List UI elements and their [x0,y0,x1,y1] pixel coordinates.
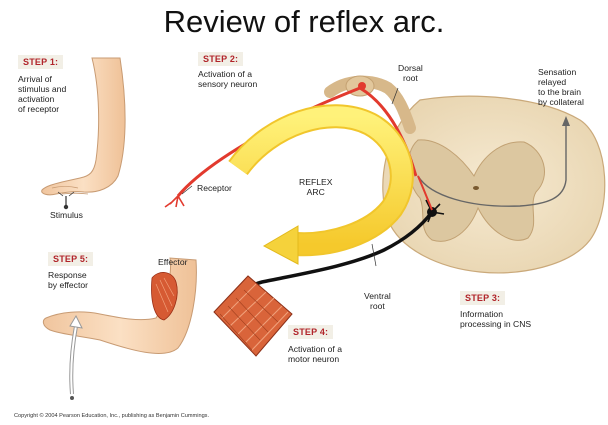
step-1-tag: STEP 1: [18,55,63,69]
step-3-tag: STEP 3: [460,291,505,305]
dorsal-root-label: Dorsal root [398,63,423,83]
step-3-text: Information processing in CNS [460,309,531,329]
step-2-text: Activation of a sensory neuron [198,69,257,89]
step-1-text: Arrival of stimulus and activation of re… [18,74,66,114]
spinal-cord [383,96,605,273]
effector-label: Effector [158,257,187,267]
receptor-label: Receptor [197,183,232,193]
stimulus-tack [58,192,74,209]
step-4-tag: STEP 4: [288,325,333,339]
page-title: Review of reflex arc. [0,4,608,40]
reflex-arc-label: REFLEX ARC [299,177,332,197]
step-5-tag: STEP 5: [48,252,93,266]
copyright-notice: Copyright © 2004 Pearson Education, Inc.… [14,413,209,419]
step-5-text: Response by effector [48,270,88,290]
sensation-label: Sensation relayed to the brain by collat… [538,67,584,107]
muscle-bundle [214,276,292,356]
ventral-root-label: Ventral root [364,291,391,311]
step-4-text: Activation of a motor neuron [288,344,342,364]
stimulus-label: Stimulus [50,210,83,220]
step-2-tag: STEP 2: [198,52,243,66]
